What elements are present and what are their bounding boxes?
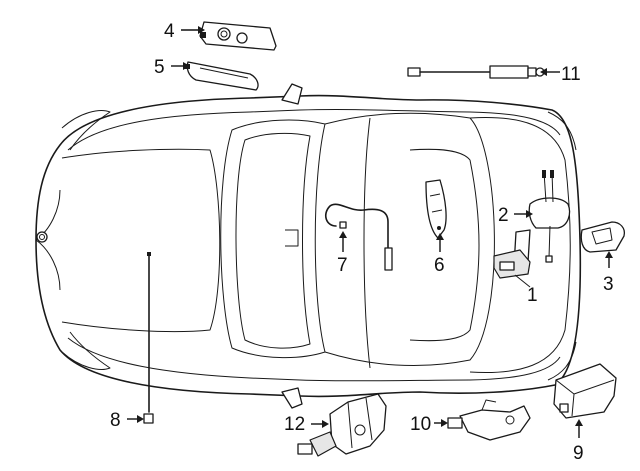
car-body-outline	[35, 83, 582, 409]
part-5-lamp	[184, 61, 259, 91]
part-10-actuator	[447, 399, 531, 441]
callout-1: 1	[527, 285, 538, 306]
callout-2: 2	[498, 205, 509, 226]
part-11-cable	[407, 65, 545, 79]
callout-7: 7	[337, 255, 348, 276]
part-3-pad	[580, 221, 626, 253]
part-1-module	[493, 229, 531, 288]
part-7-harness	[324, 203, 393, 271]
callout-5: 5	[154, 57, 165, 78]
part-6-bracket	[425, 179, 447, 239]
part-12-lock	[297, 393, 387, 457]
part-4-sensor	[199, 21, 277, 51]
callout-6: 6	[434, 255, 445, 276]
part-8-rod	[143, 252, 154, 424]
part-2-antenna	[528, 170, 571, 263]
callout-10: 10	[410, 414, 431, 435]
callout-9: 9	[573, 443, 584, 464]
part-9-control-unit	[553, 363, 617, 419]
callout-labels: 4 5 11 2 3 1 6 7 8 9 10 12	[110, 21, 614, 464]
callout-12: 12	[284, 414, 305, 435]
callout-11: 11	[561, 64, 581, 85]
callout-4: 4	[164, 21, 175, 42]
callout-8: 8	[110, 410, 121, 431]
callout-arrows	[127, 26, 613, 438]
callout-3: 3	[603, 274, 614, 295]
